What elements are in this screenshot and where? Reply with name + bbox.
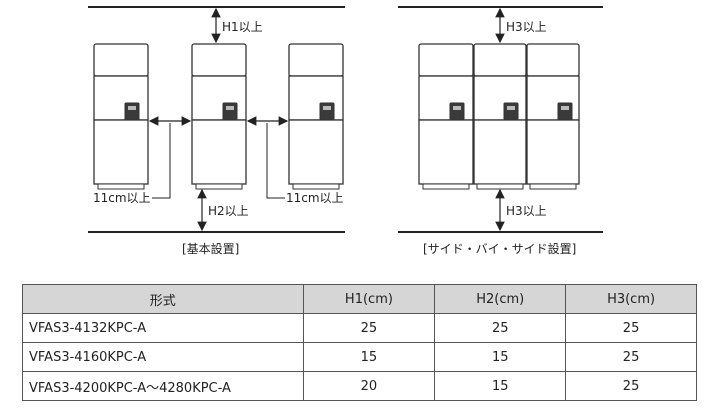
table-row: VFAS3-4160KPC-A 15 15 25 [22,342,697,372]
gap-label-left: 11cm以上 [92,191,152,205]
cell-h1: 15 [302,342,436,372]
cell-h1: 20 [302,371,436,401]
header-h2: H2(cm) [434,284,567,314]
gap-leader-left [152,123,171,199]
cell-h2: 25 [434,313,567,343]
keypad-icon [557,102,573,121]
inverter-unit [288,43,344,190]
keypad-icon [222,102,238,121]
cell-h3: 25 [565,371,697,401]
inverter-unit [526,43,580,190]
side-by-side-installation-diagram [398,6,603,233]
cell-model: VFAS3-4132KPC-A [22,313,304,343]
h2-label: H2以上 [207,204,250,218]
gap-leader-right [266,123,285,199]
h3-bottom-label: H3以上 [505,204,548,218]
keypad-icon [503,102,519,121]
header-h1: H1(cm) [302,284,436,314]
table-header-row: 形式 H1(cm) H2(cm) H3(cm) [22,284,697,314]
keypad-icon [319,102,335,121]
h1-label: H1以上 [221,20,264,34]
basic-installation-diagram [88,6,345,233]
cell-h3: 25 [565,342,697,372]
gap-label-right: 11cm以上 [285,191,345,205]
table-row: VFAS3-4200KPC-A～4280KPC-A 20 15 25 [22,371,697,401]
caption-basic-installation: [基本設置] [182,242,240,256]
h3-top-label: H3以上 [505,20,548,34]
cell-h3: 25 [565,313,697,343]
keypad-icon [449,102,465,121]
keypad-icon [124,102,140,121]
inverter-unit [473,43,527,190]
header-model: 形式 [22,284,304,314]
inverter-unit [191,43,247,190]
installation-diagram [88,6,603,233]
clearance-table: 形式 H1(cm) H2(cm) H3(cm) VFAS3-4132KPC-A … [22,284,697,401]
header-h3: H3(cm) [565,284,697,314]
cell-model: VFAS3-4200KPC-A～4280KPC-A [22,371,304,401]
cell-h2: 15 [434,371,567,401]
cell-h1: 25 [302,313,436,343]
inverter-unit [93,43,149,190]
inverter-unit [418,43,474,190]
cell-h2: 15 [434,342,567,372]
caption-side-by-side-installation: [サイド・バイ・サイド設置] [423,242,577,256]
table-row: VFAS3-4132KPC-A 25 25 25 [22,313,697,343]
cell-model: VFAS3-4160KPC-A [22,342,304,372]
